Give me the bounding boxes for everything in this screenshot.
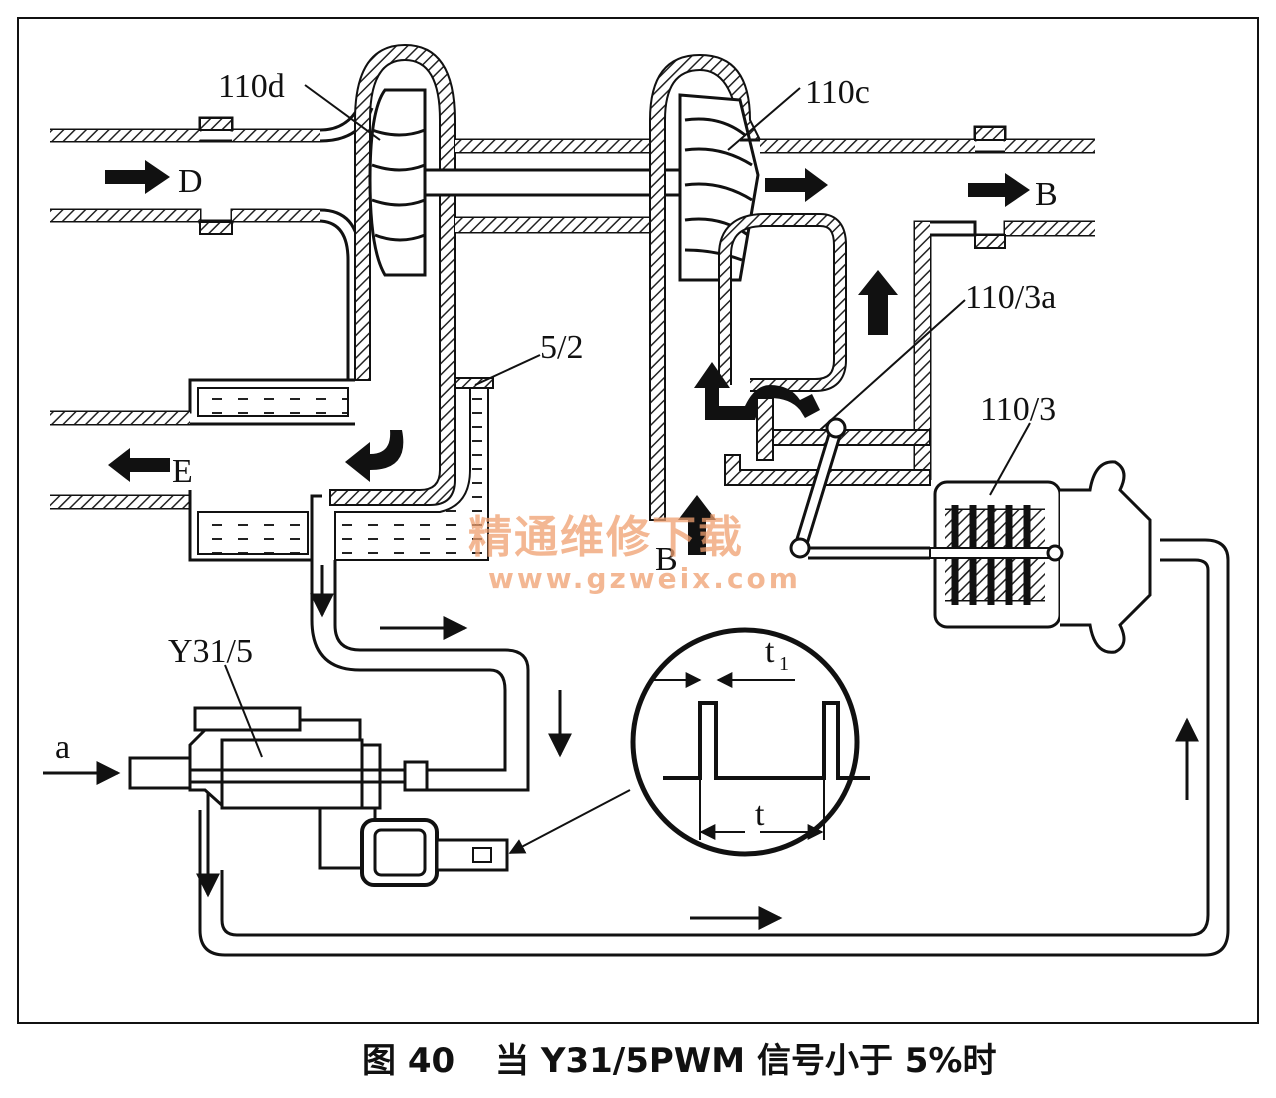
turbo-shaft — [423, 138, 682, 234]
oil-sump-5-2 — [197, 377, 494, 561]
lever-110-3a — [789, 417, 930, 560]
pwm-waveform — [663, 701, 870, 780]
label-y31-5: Y31/5 — [168, 633, 253, 670]
pwm-signal-inset — [508, 627, 870, 857]
label-t1-subscript: 1 — [779, 653, 789, 675]
compressed-air-arrow-1 — [765, 168, 828, 202]
watermark-url: www.gzweix.com — [488, 562, 801, 595]
label-t1: t — [765, 633, 775, 670]
label-e: E — [172, 453, 193, 490]
caption-text: 当 Y31/5PWM 信号小于 5%时 — [495, 1041, 997, 1081]
vacuum-actuator — [929, 460, 1152, 654]
turbine-housing — [329, 43, 456, 506]
label-110-3: 110/3 — [980, 391, 1056, 428]
bypass-flap — [756, 397, 774, 461]
caption-figure-number: 图 40 — [362, 1041, 455, 1081]
watermark-cn: 精通维修下载 — [468, 512, 744, 563]
exhaust-in-arrow — [105, 160, 170, 194]
air-out-arrow — [968, 173, 1030, 207]
solenoid-valve — [128, 706, 509, 887]
flow-arrows — [43, 565, 1199, 930]
label-110-3a: 110/3a — [965, 279, 1056, 316]
label-b-in: B — [655, 541, 678, 578]
label-5-2: 5/2 — [540, 329, 583, 366]
bypass-up-arrow — [858, 270, 898, 335]
label-d: D — [178, 163, 203, 200]
bypass-valve-flow — [694, 362, 820, 420]
label-110d: 110d — [218, 68, 285, 105]
label-a: a — [55, 729, 70, 766]
label-t: t — [755, 796, 765, 833]
label-b-out: B — [1035, 176, 1058, 213]
diagram-frame — [17, 17, 1259, 1024]
recirculation-arrow — [678, 495, 716, 555]
vacuum-lines — [198, 538, 1230, 957]
leader-lines — [224, 84, 1031, 758]
exhaust-out-arrow — [108, 448, 170, 482]
exhaust-outlet-pipe — [50, 378, 355, 562]
exhaust-flow-arrow — [345, 430, 404, 482]
air-outlet-pipe — [740, 125, 1095, 480]
exhaust-inlet-pipe — [50, 99, 374, 380]
label-110c: 110c — [805, 74, 870, 111]
compressor-housing — [649, 53, 762, 521]
